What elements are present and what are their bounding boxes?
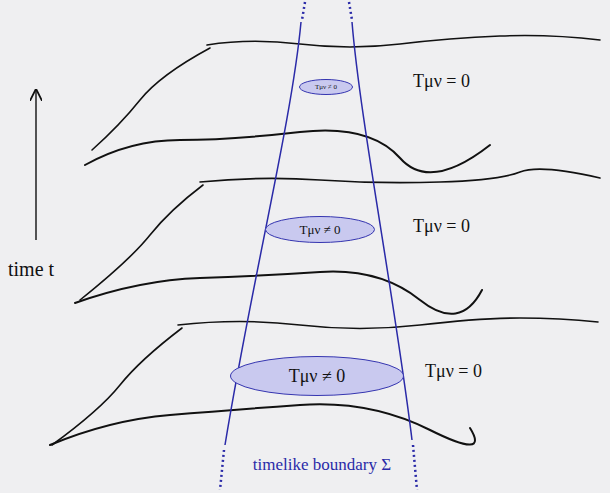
- vacuum-label: Tμν = 0: [413, 72, 470, 92]
- boundary-dots: [220, 450, 224, 490]
- source-region: Tμν ≠ 0: [265, 216, 375, 243]
- region-ellipse: [266, 216, 375, 242]
- boundary-label: timelike boundary Σ: [250, 456, 394, 475]
- source-region: Tμν ≠ 0: [299, 79, 353, 95]
- time-arrow: [35, 90, 36, 240]
- timelike-boundary: [220, 2, 417, 490]
- vacuum-label: Tμν = 0: [413, 217, 470, 237]
- tensor-label: Tμν ≠ 0: [315, 84, 337, 91]
- vacuum-label: Tμν = 0: [425, 362, 482, 382]
- slice-edge: [207, 36, 600, 48]
- region-ellipse: [231, 357, 404, 396]
- slice-edge: [178, 318, 598, 329]
- slice-edge: [85, 130, 490, 172]
- slice-edge: [75, 272, 482, 314]
- source-region: Tμν ≠ 0: [230, 356, 404, 396]
- boundary-dots: [413, 445, 417, 490]
- axis-label: time t: [8, 258, 54, 280]
- slice-edge: [80, 185, 203, 300]
- spatial-slices: [50, 36, 600, 446]
- slice-edge: [92, 48, 210, 150]
- slice-edge: [52, 328, 182, 445]
- slice-edge: [200, 169, 600, 183]
- tensor-label: Tμν ≠ 0: [289, 367, 346, 385]
- tensor-label: Tμν ≠ 0: [300, 223, 341, 236]
- boundary-dots: [349, 2, 352, 20]
- boundary-dots: [302, 2, 305, 20]
- region-ellipse: [300, 80, 353, 95]
